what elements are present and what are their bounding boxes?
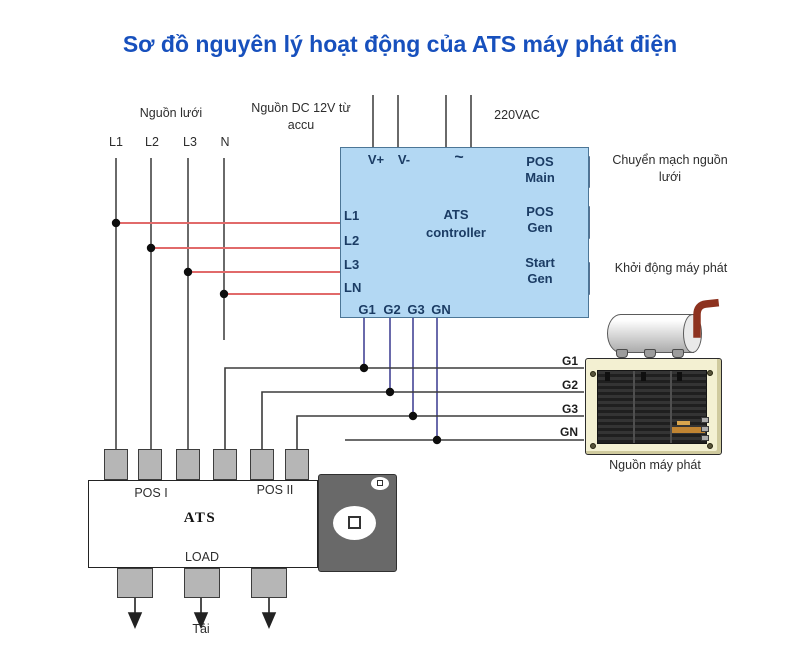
load-tai-label: Tải (192, 622, 210, 636)
gen-bus-label-g2: G2 (561, 378, 578, 392)
generator-trim-bar-small (677, 421, 690, 425)
mains-vertical-wires (115, 158, 225, 449)
generator-button (701, 417, 709, 423)
tank-foot (672, 349, 684, 358)
dc-source-label: Nguồn DC 12V từ accu (251, 101, 351, 132)
generator-button (701, 435, 709, 441)
ats-load-label: LOAD (184, 550, 220, 564)
grille-divider (633, 371, 635, 443)
controller-terminal-l2: L2 (344, 233, 360, 248)
controller-gen-wires (363, 318, 438, 440)
fuel-tank (607, 314, 694, 353)
mains-source-label: Nguồn lưới (139, 106, 203, 120)
ac-voltage-label: 220VAC (494, 108, 540, 122)
gen-bus-label-g3: G3 (561, 402, 578, 416)
controller-terminal-ln: LN (344, 280, 362, 295)
ats-load-terminal (117, 568, 153, 598)
mains-line-l3: L3 (183, 135, 197, 149)
ats-pos2-label: POS II (256, 483, 294, 497)
frame-bolt (707, 370, 713, 376)
controller-terminal-g2: G2 (383, 302, 401, 317)
grille-divider (670, 371, 672, 443)
ats-input-terminal (250, 449, 274, 480)
load-arrow-icons (127, 598, 277, 630)
ats-rotary-handle-slot (348, 516, 361, 529)
exhaust-pipe-icon (693, 298, 720, 338)
ats-indicator-dot (377, 480, 383, 486)
generator-trim-bar (672, 427, 705, 433)
ats-load-terminal (251, 568, 287, 598)
supply-wires (372, 95, 472, 147)
generator-button (701, 426, 709, 432)
ats-input-terminal (176, 449, 200, 480)
mains-line-n: N (220, 135, 230, 149)
gen-bus-lines (224, 367, 584, 449)
ats-input-terminal (104, 449, 128, 480)
controller-terminal-l3: L3 (344, 257, 360, 272)
grille-handle (605, 372, 610, 381)
ats-load-terminal (184, 568, 220, 598)
junction-dots (111, 218, 442, 445)
ats-pos1-label: POS I (134, 486, 168, 500)
controller-terminal-gn: GN (431, 302, 451, 317)
ats-controller-box (340, 147, 589, 318)
controller-terminal-vminus: V- (397, 152, 411, 167)
ats-input-terminal (285, 449, 309, 480)
ats-input-terminal (138, 449, 162, 480)
controller-terminal-ac: ~ (454, 149, 464, 166)
page-title: Sơ đồ nguyên lý hoạt động của ATS máy ph… (122, 31, 678, 57)
relay-label-start-gen: Start Gen (525, 255, 555, 286)
mains-line-l1: L1 (109, 135, 123, 149)
relay-label-pos-main: POS Main (525, 154, 555, 185)
gen-bus-label-gn: GN (560, 425, 578, 439)
tank-foot (616, 349, 628, 358)
gen-bus-label-g1: G1 (561, 354, 578, 368)
grille-handle (641, 372, 646, 381)
annotation-start-generator: Khởi động máy phát (614, 261, 728, 275)
controller-terminal-g1: G1 (358, 302, 376, 317)
frame-bolt (590, 443, 596, 449)
frame-bolt (590, 371, 596, 377)
tank-foot (644, 349, 656, 358)
annotation-mains-switch: Chuyển mạch nguồn lưới (612, 153, 728, 184)
relay-label-pos-gen: POS Gen (526, 204, 554, 235)
controller-sense-wires (116, 222, 340, 295)
controller-terminal-vplus: V+ (367, 152, 385, 167)
mains-line-l2: L2 (145, 135, 159, 149)
controller-terminal-l1: L1 (344, 208, 360, 223)
ats-name-label: ATS (183, 510, 217, 526)
controller-terminal-g3: G3 (407, 302, 425, 317)
frame-bolt (707, 443, 713, 449)
generator-source-label: Nguồn máy phát (609, 458, 701, 472)
ats-switch-box (88, 480, 318, 568)
controller-name: ATS controller (426, 207, 486, 240)
grille-handle (677, 372, 682, 381)
ats-input-terminal (213, 449, 237, 480)
